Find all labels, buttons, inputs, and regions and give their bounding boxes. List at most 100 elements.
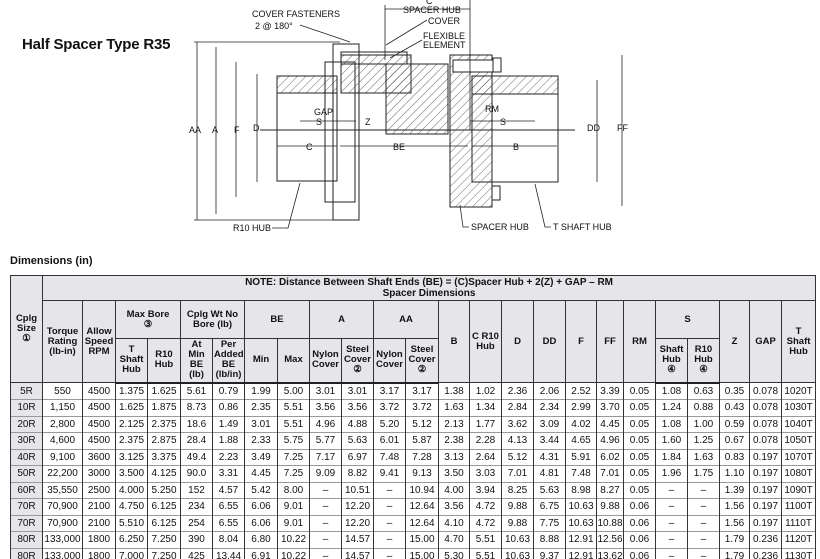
table-cell: 0.83 <box>719 448 750 466</box>
table-cell: 6.55 <box>212 498 245 515</box>
table-cell: 0.197 <box>749 465 782 482</box>
table-cell: 1.79 <box>719 547 750 559</box>
table-cell: 2.23 <box>212 448 245 466</box>
table-cell: 7.25 <box>277 465 310 482</box>
header-s: S <box>655 300 720 339</box>
table-cell: 1040T <box>780 415 817 433</box>
table-cell: 1.625 <box>115 399 148 416</box>
table-cell: 10.88 <box>596 514 624 532</box>
cell-size: 10R <box>10 399 43 416</box>
table-cell: 5.12 <box>405 415 439 433</box>
table-cell: 5.51 <box>277 415 310 433</box>
table-cell: – <box>309 547 342 559</box>
table-cell: 0.05 <box>623 432 656 449</box>
table-cell: 0.236 <box>749 531 782 548</box>
label-r10-hub: R10 HUB <box>233 223 271 233</box>
table-cell: 4.45 <box>596 415 624 433</box>
table-cell: 4.02 <box>565 415 597 433</box>
cell-size: 50R <box>10 465 43 482</box>
label-c: C <box>306 142 313 152</box>
table-cell: 0.06 <box>623 498 656 515</box>
table-cell: 3.03 <box>469 465 502 482</box>
table-cell: 152 <box>180 481 213 499</box>
header-bore-r10: R10 Hub <box>147 338 181 384</box>
table-cell: 9.41 <box>373 465 406 482</box>
table-cell: 1.60 <box>655 432 688 449</box>
table-cell: 0.197 <box>749 448 782 466</box>
table-cell: 2.34 <box>533 399 566 416</box>
table-cell: 5.42 <box>244 481 278 499</box>
label-element: ELEMENT <box>423 40 466 50</box>
table-cell: 18.6 <box>180 415 213 433</box>
table-cell: 0.59 <box>719 415 750 433</box>
table-cell: 6.97 <box>341 448 374 466</box>
label-flexible: FLEXIBLE <box>423 31 465 41</box>
cell-size: 30R <box>10 432 43 449</box>
table-cell: 2100 <box>82 498 116 515</box>
table-cell: 90.0 <box>180 465 213 482</box>
table-cell: 3.70 <box>596 399 624 416</box>
table-cell: 8.73 <box>180 399 213 416</box>
table-cell: 10.94 <box>405 481 439 499</box>
table-cell: 5.75 <box>277 432 310 449</box>
label-gap: GAP <box>314 107 333 117</box>
header-aa: AA <box>373 300 439 339</box>
table-cell: 2.06 <box>533 382 566 400</box>
table-cell: 1.375 <box>115 382 148 400</box>
header-gap: GAP <box>749 300 782 383</box>
table-cell: 5.63 <box>341 432 374 449</box>
table-cell: 2.52 <box>565 382 597 400</box>
table-cell: 5.250 <box>147 481 181 499</box>
table-cell: 550 <box>42 382 83 400</box>
table-cell: 0.05 <box>623 448 656 466</box>
table-cell: – <box>687 498 720 515</box>
table-cell: 1.56 <box>719 498 750 515</box>
table-cell: 0.197 <box>749 498 782 515</box>
label-cover-fasteners: COVER FASTENERS <box>252 9 340 19</box>
table-cell: 1800 <box>82 547 116 559</box>
table-cell: 3.94 <box>469 481 502 499</box>
table-cell: 3.31 <box>212 465 245 482</box>
table-cell: 3.62 <box>501 415 534 433</box>
table-cell: 1.25 <box>687 432 720 449</box>
table-cell: 3.17 <box>373 382 406 400</box>
table-cell: 4.57 <box>212 481 245 499</box>
table-cell: 12.20 <box>341 498 374 515</box>
label-spacer-hub: SPACER HUB <box>471 222 529 232</box>
table-cell: 4.81 <box>533 465 566 482</box>
table-cell: 3.09 <box>533 415 566 433</box>
table-cell: 13.62 <box>596 547 624 559</box>
table-cell: 1130T <box>780 547 817 559</box>
table-cell: 6.75 <box>533 498 566 515</box>
table-cell: 8.25 <box>501 481 534 499</box>
table-cell: 0.197 <box>749 481 782 499</box>
table-cell: 1.84 <box>655 448 688 466</box>
header-weight: Cplg Wt No Bore (lb) <box>180 300 245 339</box>
table-cell: 1.96 <box>655 465 688 482</box>
table-cell: 5.12 <box>501 448 534 466</box>
table-cell: 2.38 <box>438 432 470 449</box>
dimension-lines <box>194 0 623 221</box>
table-cell: 254 <box>180 514 213 532</box>
table-cell: 5.510 <box>115 514 148 532</box>
header-rm: RM <box>623 300 656 383</box>
table-cell: 1.38 <box>438 382 470 400</box>
label-fasteners-spec: 2 @ 180° <box>255 21 293 31</box>
label-aa: AA <box>189 125 201 135</box>
table-cell: 9.88 <box>501 498 534 515</box>
table-cell: 4.10 <box>438 514 470 532</box>
table-cell: 1090T <box>780 481 817 499</box>
table-cell: – <box>655 481 688 499</box>
table-cell: 9.37 <box>533 547 566 559</box>
table-cell: – <box>373 514 406 532</box>
header-ff: FF <box>596 300 624 383</box>
table-cell: 0.88 <box>687 399 720 416</box>
table-cell: 3.13 <box>438 448 470 466</box>
table-cell: 1080T <box>780 465 817 482</box>
table-cell: 2.875 <box>147 432 181 449</box>
table-cell: 6.06 <box>244 514 278 532</box>
table-cell: 0.35 <box>719 382 750 400</box>
cell-size: 60R <box>10 481 43 499</box>
